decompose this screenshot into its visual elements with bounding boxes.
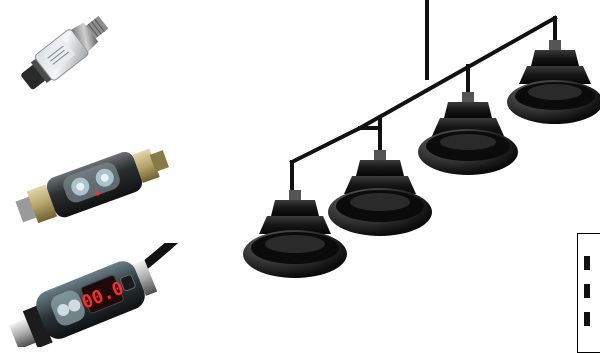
vacuum-cup-1 [243, 190, 347, 278]
caption-line-marker-2 [584, 284, 590, 298]
caption-box [577, 233, 600, 353]
pressure-switch-led-image [8, 135, 183, 230]
pressure-transducer-image [10, 5, 125, 100]
vacuum-cup-2 [328, 150, 432, 236]
digital-pressure-switch-image: 00.0 [0, 243, 190, 347]
vacuum-cup-3 [418, 92, 518, 175]
caption-line-marker-3 [584, 312, 590, 326]
vacuum-cup-manifold-diagram [240, 0, 600, 290]
caption-line-marker-1 [584, 256, 590, 270]
vacuum-cup-4 [507, 40, 600, 124]
